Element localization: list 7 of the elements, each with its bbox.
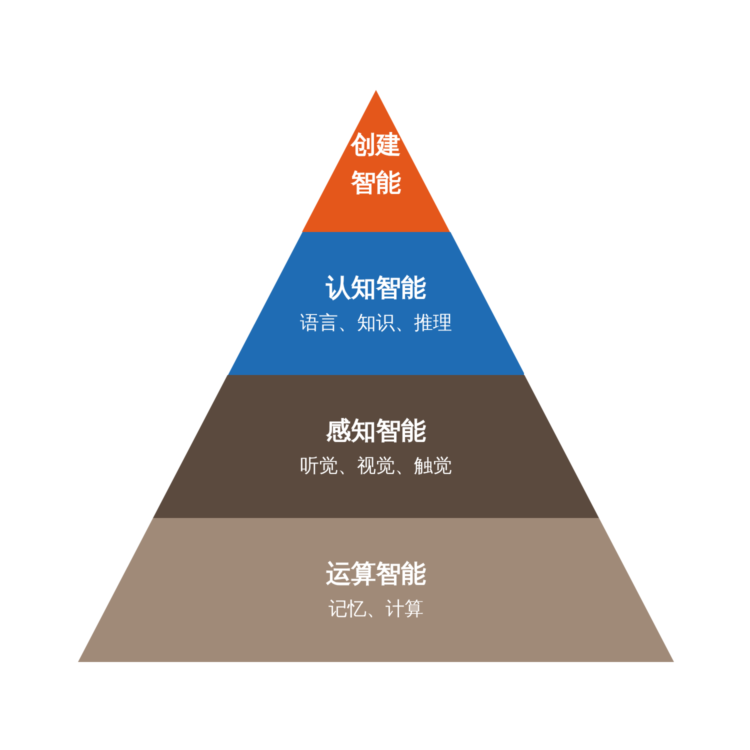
tier-title: 运算智能: [326, 558, 426, 590]
tier-title: 创建智能: [350, 128, 402, 199]
tier-title: 感知智能: [326, 414, 426, 446]
tier-description: 听觉、视觉、触觉: [300, 454, 452, 478]
tier-title: 认知智能: [326, 272, 426, 304]
tier-description: 语言、知识、推理: [300, 310, 452, 336]
tier-description: 记忆、计算: [328, 597, 424, 622]
